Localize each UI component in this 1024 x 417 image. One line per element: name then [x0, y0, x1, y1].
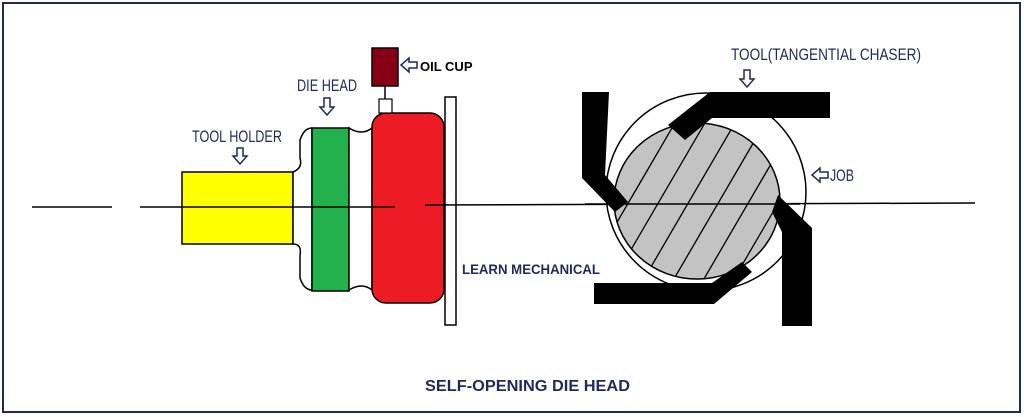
face-plate: [444, 96, 457, 326]
watermark-text: LEARN MECHANICAL: [462, 261, 600, 277]
die-head-label: DIE HEAD: [297, 76, 357, 95]
tool-holder-arrow-icon: [231, 147, 249, 166]
tool-label: TOOL(TANGENTIAL CHASER): [731, 45, 921, 64]
die-head-body: [371, 112, 445, 304]
job-hatching: [614, 123, 780, 279]
oil-cup-label: OIL CUP: [420, 59, 473, 74]
job-label: JOB: [830, 166, 854, 185]
chaser-left: [582, 92, 628, 212]
tool-holder: [181, 171, 294, 245]
job-arrow-icon: [810, 166, 829, 184]
die-head-ring: [311, 127, 350, 292]
diagram-caption: SELF-OPENING DIE HEAD: [425, 378, 630, 395]
die-head-connector: [348, 126, 373, 292]
chaser-right: [772, 195, 812, 326]
chaser-bottom: [594, 262, 752, 304]
oil-cup-stem: [378, 98, 393, 114]
tool-holder-label: TOOL HOLDER: [192, 127, 282, 146]
chaser-top: [668, 92, 830, 140]
pointer-arrows: [231, 56, 829, 184]
job-workpiece: [613, 122, 781, 280]
oil-cup: [371, 47, 399, 87]
oil-cup-arrow-icon: [399, 56, 418, 74]
neck: [292, 127, 313, 291]
tool-arrow-icon: [738, 69, 756, 89]
die-head-arrow-icon: [318, 97, 336, 117]
